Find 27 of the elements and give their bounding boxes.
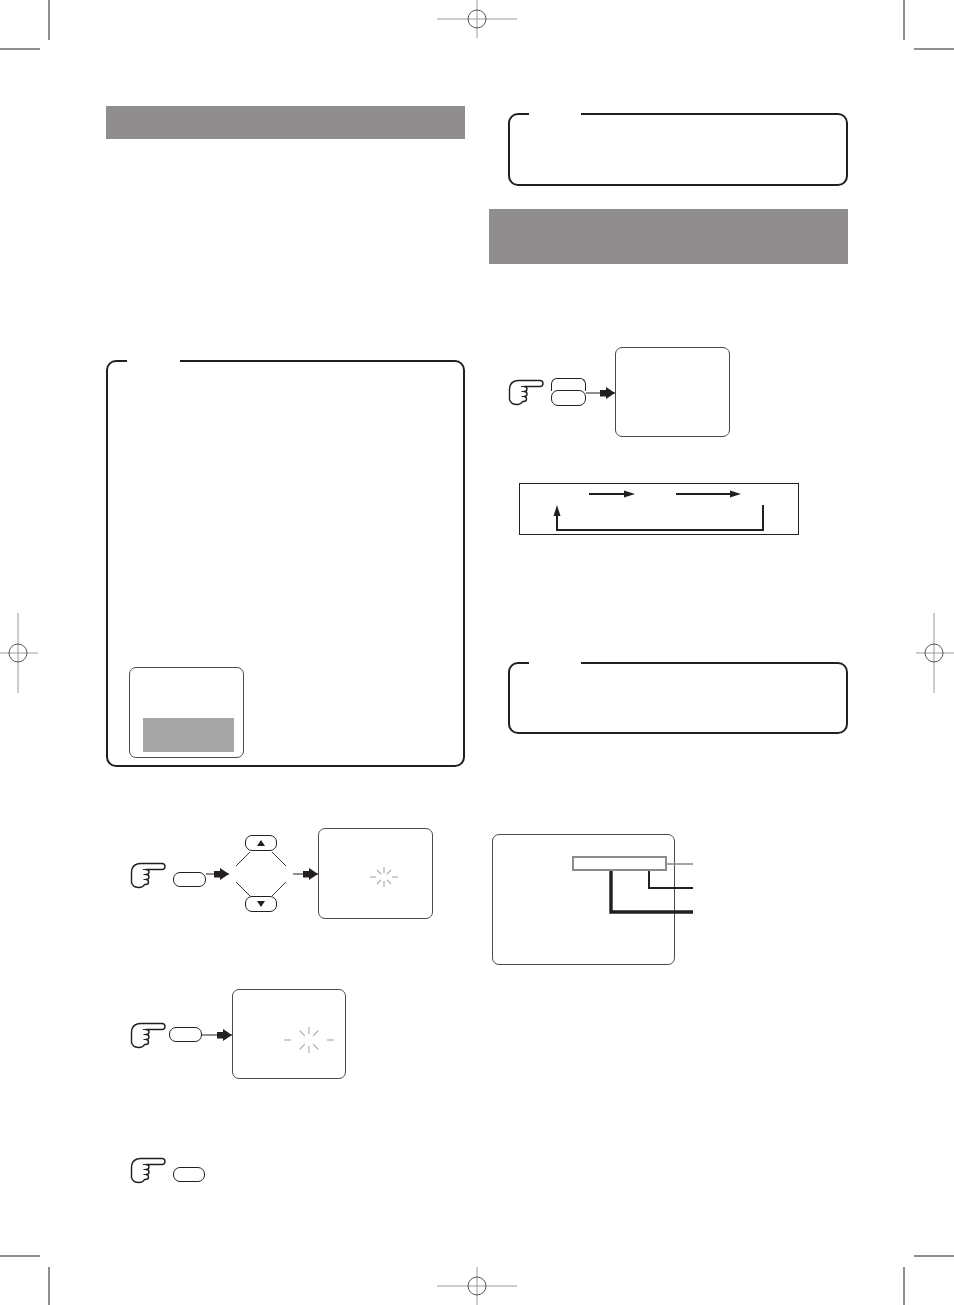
section-header-bar [106, 106, 465, 139]
display-screen [492, 834, 675, 965]
remote-button [245, 896, 277, 912]
leader-line [648, 870, 694, 889]
remote-button [173, 872, 206, 887]
highlight-frame [571, 855, 667, 871]
arrow [292, 868, 319, 880]
remote-button [551, 378, 586, 391]
display-screen [615, 347, 730, 437]
section-header-bar [489, 209, 848, 264]
remote-button [551, 390, 586, 406]
remote-button [173, 1167, 205, 1182]
remote-button [245, 835, 277, 851]
display-screen [318, 828, 433, 919]
leader-line [666, 863, 694, 865]
display-screen [232, 989, 346, 1079]
mode-cycle-box [519, 483, 799, 535]
note-box [508, 113, 848, 186]
arrow [201, 1029, 233, 1041]
note-box [106, 360, 465, 767]
arrow [585, 387, 616, 399]
remote-button [169, 1027, 202, 1042]
arrow [205, 868, 230, 880]
note-box [508, 662, 848, 734]
highlight-bar [142, 717, 234, 752]
display-screen [129, 667, 244, 758]
leader-line [609, 871, 693, 914]
